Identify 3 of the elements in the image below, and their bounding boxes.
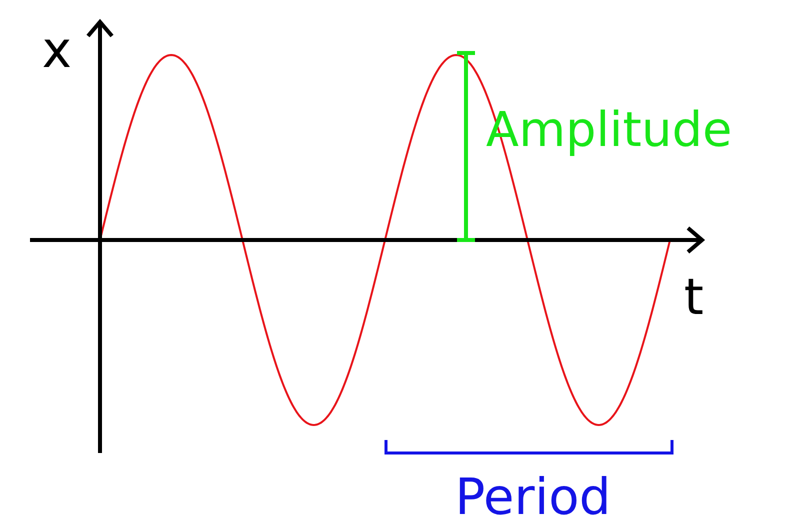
- axis-label: t: [684, 272, 704, 322]
- dimension-label: Period: [455, 472, 611, 522]
- axis-label: x: [42, 25, 72, 75]
